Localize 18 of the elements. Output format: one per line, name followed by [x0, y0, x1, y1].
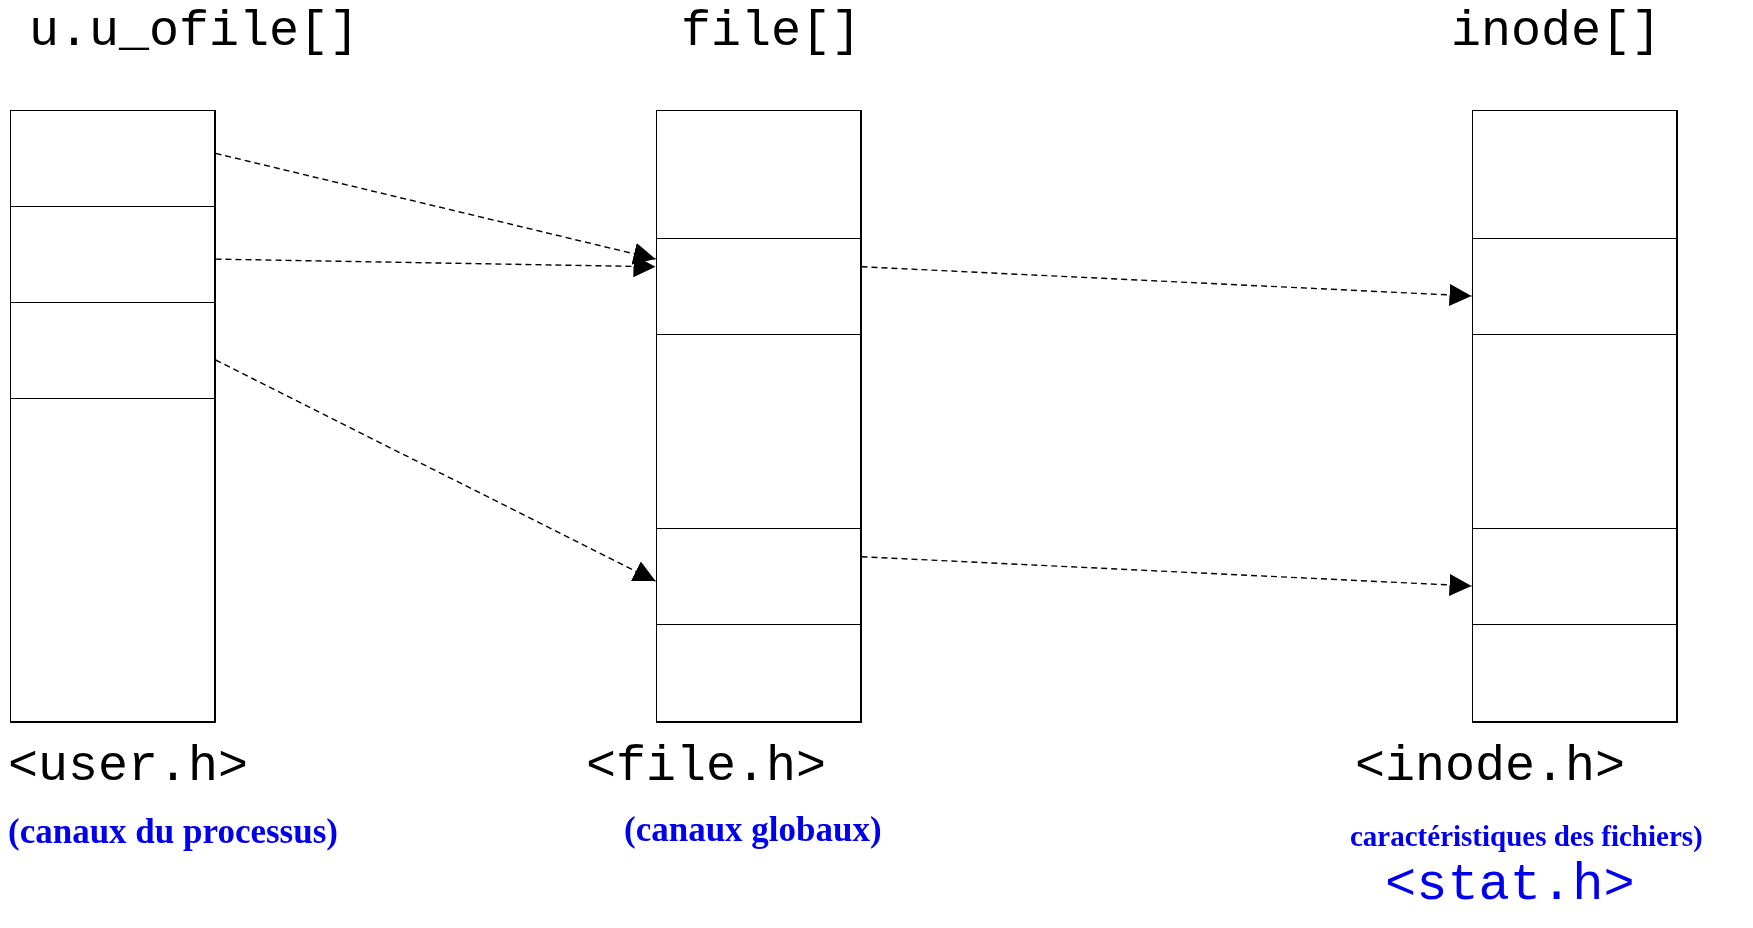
header-file-label: <user.h> [8, 738, 249, 795]
table-row [655, 623, 862, 723]
header-file-label: <inode.h> [1355, 738, 1626, 795]
caption-text: (canaux du processus) [8, 812, 338, 852]
table-row [9, 397, 216, 723]
caption-text: (canaux globaux) [624, 810, 882, 850]
arrow [214, 152, 657, 265]
arrow [214, 359, 657, 582]
caption-text: caractéristiques des fichiers) [1350, 820, 1703, 853]
table-row [1471, 623, 1678, 723]
array-name: inode[] [1451, 3, 1662, 60]
array-name: file[] [681, 3, 862, 60]
arrow [860, 266, 1473, 306]
array-name: u.u_ofile[] [29, 3, 360, 60]
arrow [860, 556, 1473, 596]
header-file-label: <stat.h> [1385, 856, 1635, 915]
header-file-label: <file.h> [586, 738, 827, 795]
arrow [214, 255, 657, 278]
